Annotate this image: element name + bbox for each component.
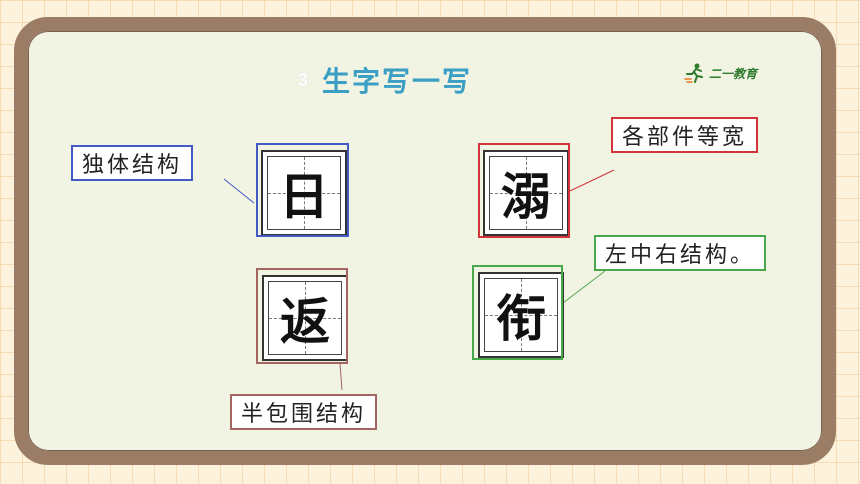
char-ni: 溺 xyxy=(501,167,551,226)
connector-line-fan xyxy=(339,363,343,391)
char-box-xian-frame xyxy=(472,265,563,360)
logo-text: 二一教育 xyxy=(709,66,758,81)
char-box-ni-frame xyxy=(478,143,570,238)
char-box-ni: 溺 xyxy=(483,150,569,236)
running-person-icon xyxy=(684,63,703,83)
char-box-ri-frame xyxy=(256,143,349,237)
section-number: 3 xyxy=(298,69,309,90)
brand-logo: 二一教育 xyxy=(684,60,757,86)
connector-line-ri xyxy=(223,178,255,204)
char-fan: 返 xyxy=(280,292,330,351)
char-box-fan-frame xyxy=(256,268,348,364)
char-xian: 衔 xyxy=(496,289,546,348)
section-title-text: 生字写一写 xyxy=(322,65,473,98)
label-fan: 半包围结构 xyxy=(230,394,378,430)
section-title: 3 生字写一写 xyxy=(298,60,472,100)
char-box-fan: 返 xyxy=(262,275,348,361)
char-box-xian: 衔 xyxy=(478,272,564,358)
connector-line-xian xyxy=(562,270,606,304)
char-box-ri: 日 xyxy=(261,150,347,236)
connector-line-ni xyxy=(569,169,615,192)
label-ni: 各部件等宽 xyxy=(611,117,759,153)
label-xian: 左中右结构。 xyxy=(594,235,767,271)
label-ri: 独体结构 xyxy=(71,145,194,181)
char-ri: 日 xyxy=(279,167,329,226)
